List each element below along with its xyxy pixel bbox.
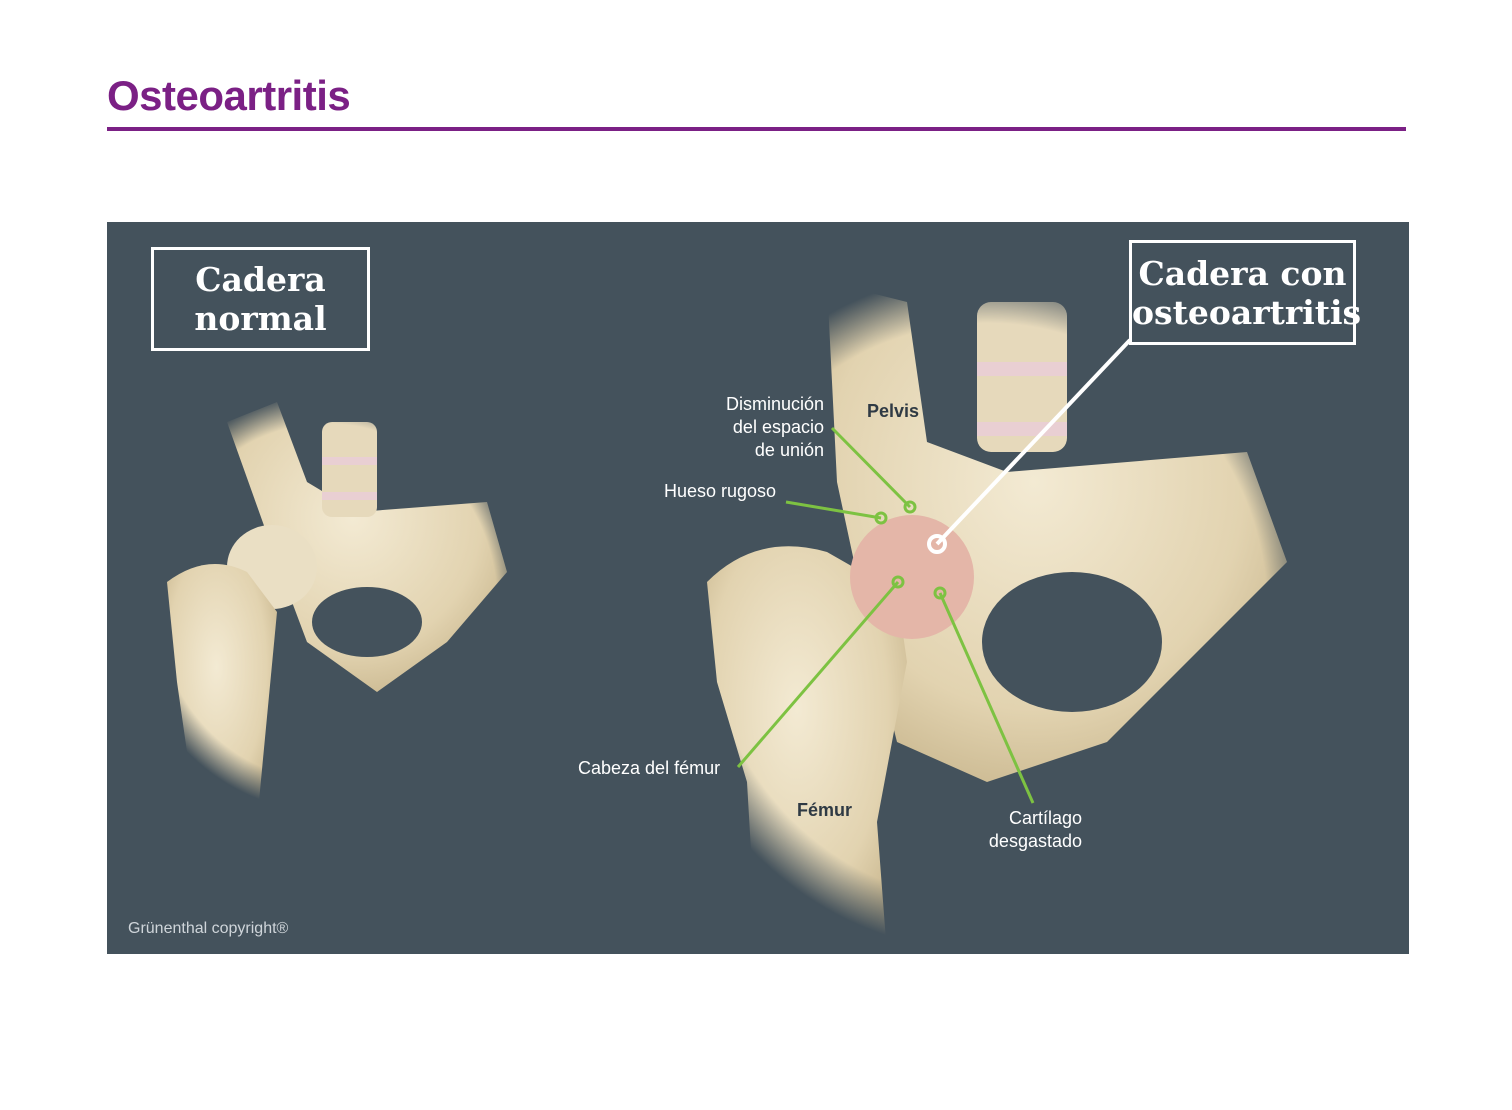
page-title: Osteoartritis [107, 72, 351, 119]
hip-illustration [167, 282, 1287, 954]
normal-title-line1: Cadera [195, 260, 326, 299]
worn-femoral-head [850, 515, 974, 639]
normal-hip-bones [167, 402, 507, 822]
oa-hip-label: Cadera con osteoartritis [1129, 240, 1362, 345]
label-line: del espacio [732, 417, 824, 437]
leader-lines [736, 426, 1035, 804]
oa-pointer-line [935, 338, 1132, 546]
illustration-panel: Cadera normal Cadera con osteoartritis P… [107, 222, 1409, 954]
label-line: desgastado [988, 831, 1082, 851]
label-pelvis: Pelvis [867, 401, 920, 421]
osteoarthritis-hip-bones [707, 282, 1287, 954]
label-femur: Fémur [797, 800, 853, 820]
label-joint-space: Disminución del espacio de unión [726, 393, 824, 462]
label-femoral-head: Cabeza del fémur [578, 758, 721, 778]
title-underline [107, 127, 1406, 131]
copyright: Grünenthal copyright® [128, 920, 289, 937]
label-worn-cartilage: Cartílago desgastado [989, 807, 1082, 853]
oa-pointer-circle [927, 534, 947, 554]
oa-title-line1: Cadera con [1138, 253, 1347, 293]
label-line: Cartílago [1008, 808, 1082, 828]
label-line: Disminución [725, 394, 824, 414]
label-line: de unión [754, 440, 824, 460]
normal-hip-label: Cadera normal [151, 247, 370, 351]
oa-title-line2: osteoartritis [1132, 292, 1362, 332]
normal-title-line2: normal [194, 299, 327, 338]
label-rough-bone: Hueso rugoso [664, 481, 777, 501]
